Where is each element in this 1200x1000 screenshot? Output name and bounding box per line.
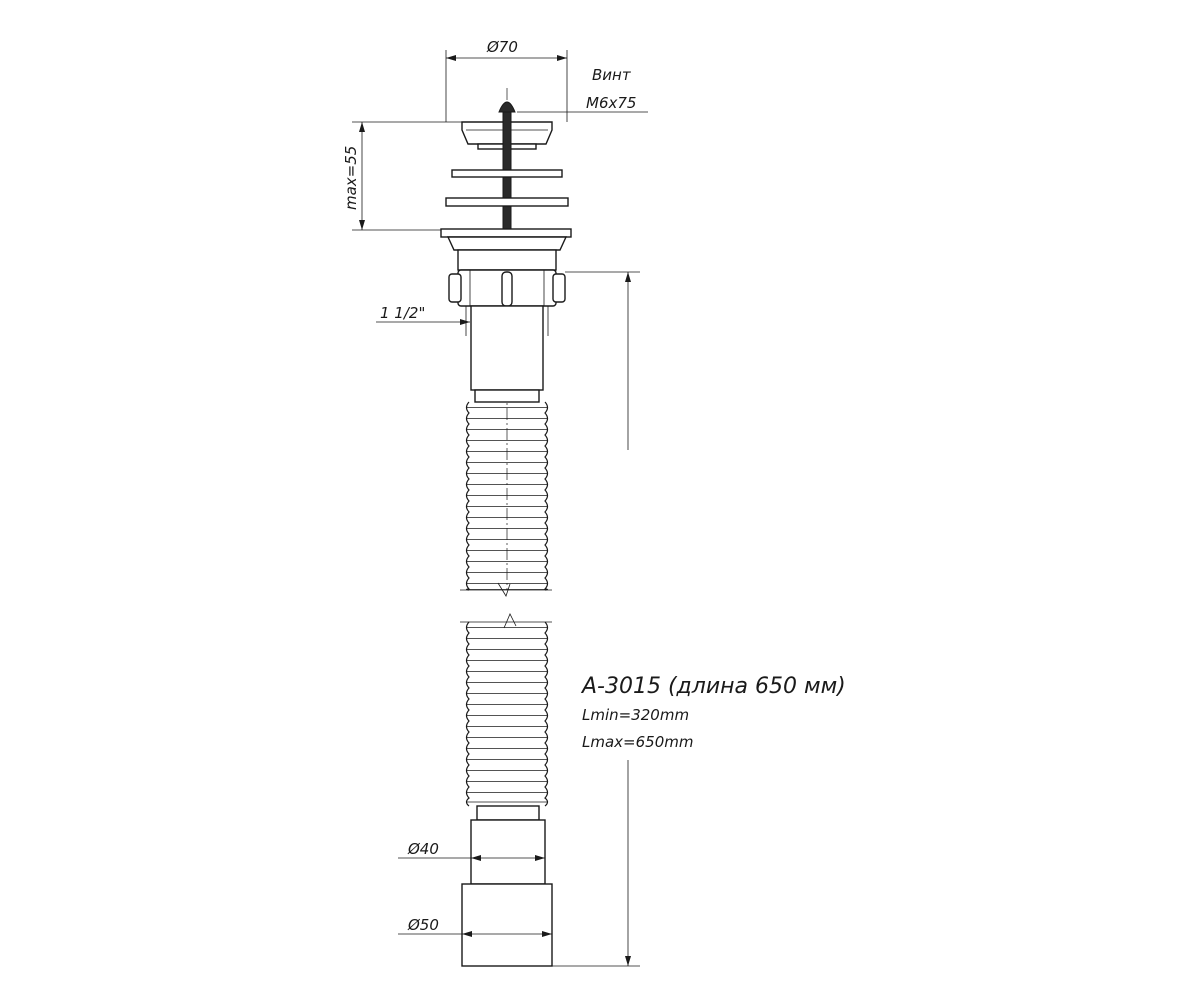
diameter-40-label: Ø40 <box>407 840 439 858</box>
gasket-top <box>451 169 563 178</box>
model-label: A-3015 (длина 650 мм) <box>580 674 846 699</box>
corrugated-hose-lower <box>465 621 549 807</box>
dimension-diameter-40: Ø40 <box>398 840 545 861</box>
diameter-50-label: Ø50 <box>407 916 439 934</box>
screw-m6x75 <box>498 101 516 231</box>
lmin-label: Lmin=320mm <box>582 706 689 724</box>
gasket-middle <box>445 197 569 207</box>
dimension-diameter-70: Ø70 <box>445 38 568 122</box>
break-line <box>460 582 552 629</box>
screw-callout: Винт M6x75 <box>517 66 648 113</box>
dimension-diameter-50: Ø50 <box>398 916 552 937</box>
outlet-fitting-50 <box>461 883 553 967</box>
outlet-body <box>446 236 568 271</box>
thread-callout: 1 1/2" <box>376 304 549 336</box>
hose-wall <box>544 621 549 807</box>
max-55-label: max=55 <box>342 146 360 210</box>
screw-label-line2: M6x75 <box>586 94 636 112</box>
union-nut <box>448 269 566 307</box>
pipe-section <box>470 305 544 403</box>
thread-label: 1 1/2" <box>380 304 425 322</box>
hose-wall <box>543 401 549 591</box>
screw-label-line1: Винт <box>592 66 632 84</box>
outlet-fitting-40 <box>470 805 546 885</box>
dimension-overall-length <box>552 271 640 967</box>
hose-wall <box>465 401 471 591</box>
specification-block: A-3015 (длина 650 мм) Lmin=320mm Lmax=65… <box>580 674 846 751</box>
flange <box>440 228 572 238</box>
corrugated-hose-upper <box>465 401 549 591</box>
diameter-70-label: Ø70 <box>486 38 518 56</box>
hose-wall <box>465 621 470 807</box>
lmax-label: Lmax=650mm <box>582 733 693 751</box>
dimension-max-55: max=55 <box>342 121 462 231</box>
